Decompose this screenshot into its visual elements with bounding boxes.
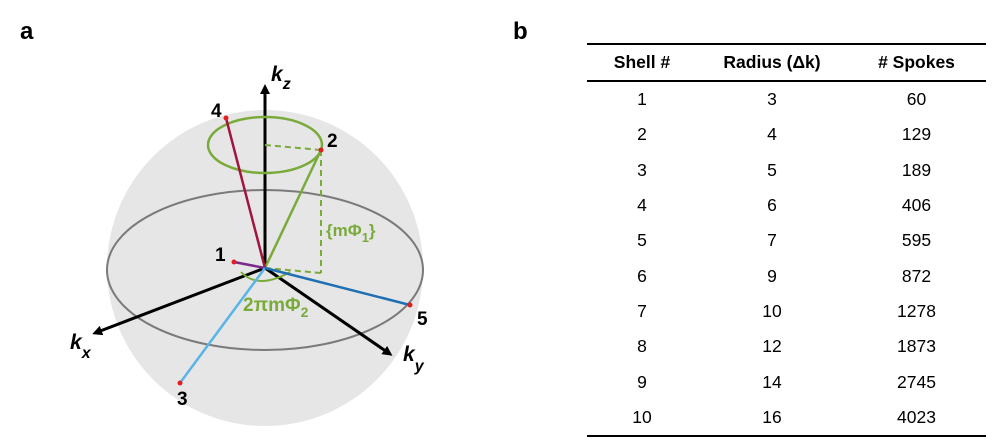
cell-radius: 3 [767,89,777,110]
panel-a-label: a [20,18,34,45]
table-row: 2 4 129 [587,117,986,152]
cell-shell: 5 [637,230,647,251]
cell-spokes: 4023 [847,399,986,437]
shell-table: Shell # Radius (Δk) # Spokes 1 3 60 2 4 … [587,43,986,437]
table-row: 8 12 1873 [587,329,986,364]
header-spokes: # Spokes [847,43,986,82]
cell-radius: 4 [767,124,777,145]
table-row: 9 14 2745 [587,364,986,399]
cell-radius: 6 [767,195,777,216]
cell-spokes: 1278 [897,300,936,321]
point-dot-5 [407,302,413,308]
spoke-4 [224,117,267,269]
cell-radius: 16 [697,399,847,437]
point-dot-1 [231,259,237,265]
polar-angle-label: {mΦ1} [326,221,376,245]
cell-radius: 7 [767,230,777,251]
spoke-3 [178,267,267,384]
ky-label: ky [403,343,425,375]
cell-radius: 9 [767,265,777,286]
azimuth-arc [240,271,291,282]
table-row: 4 6 406 [587,188,986,223]
azimuth-angle-label: 2πmΦ2 [243,295,309,320]
point-label-2: 2 [327,131,338,152]
spoke-2 [263,149,323,269]
cell-shell: 1 [637,89,647,110]
cell-radius: 14 [762,371,782,392]
table-row: 1 3 60 [587,81,986,117]
cell-spokes: 595 [901,230,932,251]
cell-shell: 6 [637,265,647,286]
cell-shell: 7 [637,300,647,321]
table-row: 3 5 189 [587,153,986,188]
cell-spokes: 1873 [897,336,936,357]
table-row: 7 10 1278 [587,294,986,329]
point-label-1: 1 [215,245,226,266]
header-shell: Shell # [587,43,697,82]
cell-shell: 10 [587,399,697,437]
cell-shell: 9 [637,371,647,392]
cell-shell: 3 [637,159,647,180]
cone-circle [206,115,324,175]
cell-spokes: 129 [901,124,932,145]
kx-axis [92,266,266,336]
table-row: 5 7 595 [587,223,986,258]
panel-b-label: b [513,18,528,45]
point-label-5: 5 [417,309,428,330]
point-dot-2 [318,147,324,153]
kspace-sphere-diagram: kz kx ky 1 2 3 4 5 {mΦ1} 2πmΦ2 [70,63,428,426]
point-dot-4 [223,115,229,121]
cell-spokes: 872 [901,265,932,286]
ky-axis [264,266,393,356]
point-label-3: 3 [177,389,188,410]
kz-label: kz [271,63,291,93]
cell-shell: 2 [637,124,647,145]
cell-spokes: 2745 [897,371,936,392]
spoke-5 [264,266,411,307]
cell-shell: 4 [637,195,647,216]
table-row: 6 9 872 [587,258,986,293]
cell-radius: 10 [762,300,782,321]
header-radius: Radius (Δk) [697,43,847,82]
point-dot-3 [177,380,183,386]
kx-label: kx [70,331,92,362]
cell-radius: 12 [762,336,782,357]
shell-table-container: Shell # Radius (Δk) # Spokes 1 3 60 2 4 … [587,43,986,437]
cell-radius: 5 [767,159,777,180]
table-row: 10 16 4023 [587,399,986,437]
cell-spokes: 189 [901,159,932,180]
point-label-4: 4 [211,101,222,122]
table-header-row: Shell # Radius (Δk) # Spokes [587,43,986,82]
spoke-1 [233,260,266,270]
cell-shell: 8 [637,336,647,357]
cell-spokes: 60 [906,89,927,110]
cell-spokes: 406 [901,195,932,216]
